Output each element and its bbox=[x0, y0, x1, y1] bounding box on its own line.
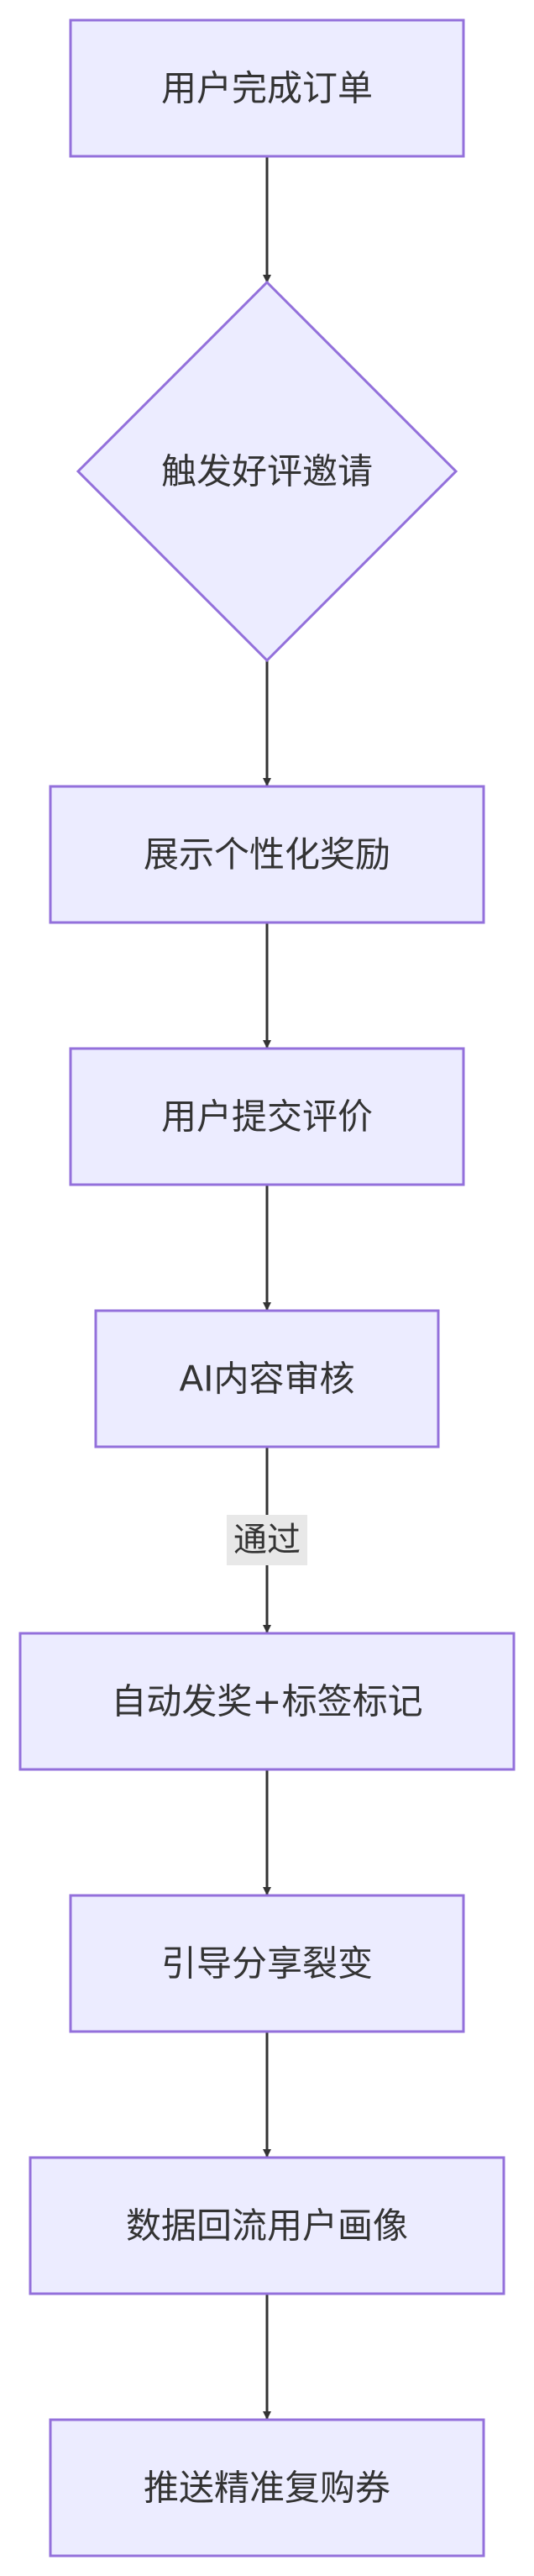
edge-label-text: 通过 bbox=[233, 1521, 301, 1559]
edge-label-bg bbox=[227, 1515, 307, 1565]
node-n5: AI内容审核 bbox=[94, 1309, 440, 1448]
node-n6-box bbox=[18, 1632, 516, 1771]
edge-label-n5-n6: 通过 bbox=[227, 1515, 307, 1565]
node-n4-label: 用户提交评价 bbox=[161, 1096, 373, 1138]
node-n2: 触发好评邀请 bbox=[76, 280, 458, 663]
node-n1: 用户完成订单 bbox=[69, 18, 465, 158]
node-n9-box bbox=[49, 2418, 485, 2558]
node-n3-label: 展示个性化奖励 bbox=[144, 834, 390, 875]
node-n1-box bbox=[69, 18, 465, 158]
node-n9-label: 推送精准复购券 bbox=[144, 2468, 390, 2509]
node-n7: 引导分享裂变 bbox=[69, 1894, 465, 2033]
node-n7-label: 引导分享裂变 bbox=[161, 1943, 373, 1985]
node-n8-box bbox=[29, 2156, 505, 2295]
node-n9: 推送精准复购券 bbox=[49, 2418, 485, 2558]
node-n3: 展示个性化奖励 bbox=[49, 785, 485, 924]
node-n8-label: 数据回流用户画像 bbox=[126, 2205, 408, 2247]
node-n7-box bbox=[69, 1894, 465, 2033]
nodes: 用户完成订单 触发好评邀请 展示个性化奖励 用户提交评价 AI内容审核 自动发奖… bbox=[18, 18, 516, 2558]
node-n5-box bbox=[94, 1309, 440, 1448]
node-n1-label: 用户完成订单 bbox=[161, 68, 373, 109]
node-n5-label: AI内容审核 bbox=[179, 1359, 354, 1400]
node-n2-diamond bbox=[76, 280, 458, 663]
node-n6-label: 自动发奖+标签标记 bbox=[111, 1681, 422, 1722]
node-n6: 自动发奖+标签标记 bbox=[18, 1632, 516, 1771]
node-n4: 用户提交评价 bbox=[69, 1047, 465, 1186]
node-n8: 数据回流用户画像 bbox=[29, 2156, 505, 2295]
node-n4-box bbox=[69, 1047, 465, 1186]
node-n2-label: 触发好评邀请 bbox=[161, 451, 373, 492]
node-n3-box bbox=[49, 785, 485, 924]
